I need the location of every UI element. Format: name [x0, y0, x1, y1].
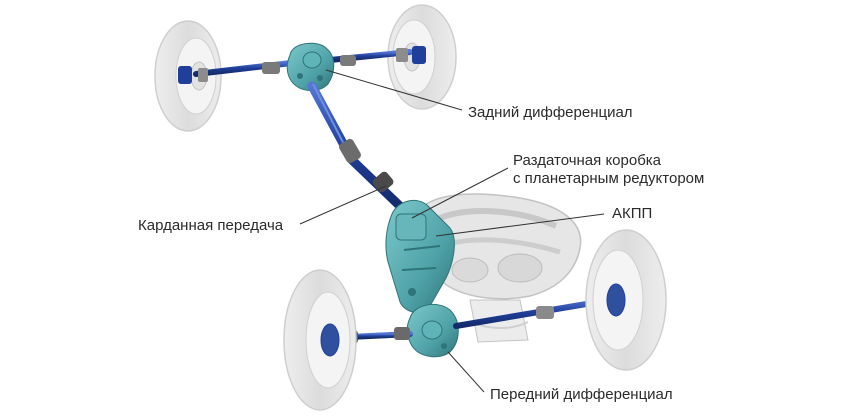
label-propeller-shaft: Карданная передача [138, 217, 284, 234]
rear-axle [178, 46, 426, 84]
label-automatic-gearbox: АКПП [612, 205, 653, 222]
label-transfer-case-line1: Раздаточная коробка [513, 152, 662, 169]
front-differential-unit [406, 303, 459, 358]
leader-lines [299, 69, 605, 393]
label-rear-differential: Задний дифференциал [468, 104, 633, 121]
leader-transfer-case [411, 167, 509, 219]
leader-propeller-shaft [299, 185, 387, 225]
leader-automatic-gearbox [435, 213, 605, 237]
leader-rear-differential [325, 69, 463, 111]
front-right-wheel [585, 229, 667, 371]
engine [415, 193, 582, 343]
gearbox-and-transfer-case [385, 199, 455, 313]
rear-differential-unit [286, 42, 335, 91]
front-left-wheel [283, 269, 357, 411]
label-transfer-case-line2: с планетарным редуктором [513, 170, 705, 187]
leader-front-differential [447, 351, 485, 393]
label-front-differential: Передний дифференциал [490, 386, 673, 403]
propeller-shaft [307, 81, 409, 215]
